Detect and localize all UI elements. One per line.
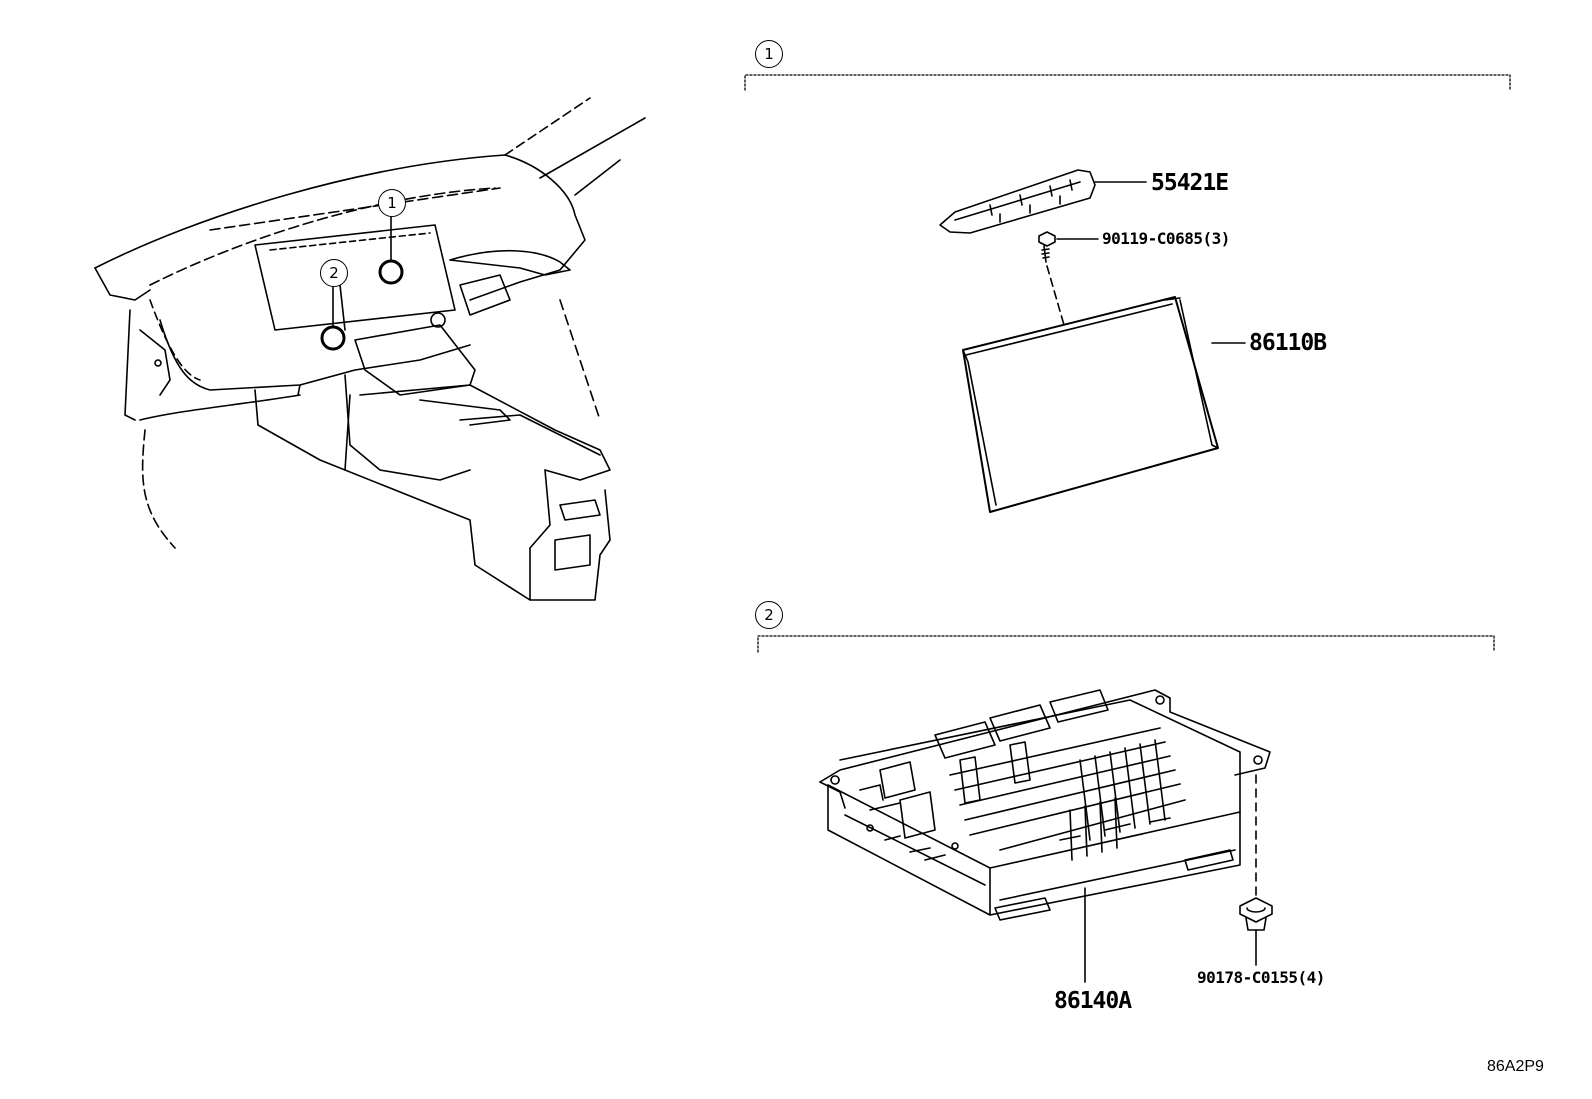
bezel-55421E-drawing (939, 169, 1147, 234)
callout-1-overview: 1 (378, 189, 406, 217)
screw-90119-drawing (1038, 231, 1099, 326)
section-2-bracket (757, 635, 1495, 653)
dashboard-overview-drawing (94, 97, 646, 601)
part-label-86110B: 86110B (1249, 330, 1327, 356)
section-1-bracket (744, 74, 1511, 91)
part-label-86140A: 86140A (1054, 988, 1132, 1014)
part-label-90178-C0155: 90178-C0155(4) (1197, 968, 1325, 987)
part-label-55421E: 55421E (1151, 170, 1229, 196)
callout-1-header: 1 (755, 40, 783, 68)
part-label-90119-C0685: 90119-C0685(3) (1102, 229, 1230, 248)
nut-90178-drawing (1239, 774, 1273, 966)
display-86110B-drawing (962, 296, 1246, 513)
callout-2-overview: 2 (320, 259, 348, 287)
diagram-code: 86A2P9 (1487, 1058, 1544, 1075)
amplifier-86140A-drawing (819, 689, 1271, 983)
callout-2-header: 2 (755, 601, 783, 629)
